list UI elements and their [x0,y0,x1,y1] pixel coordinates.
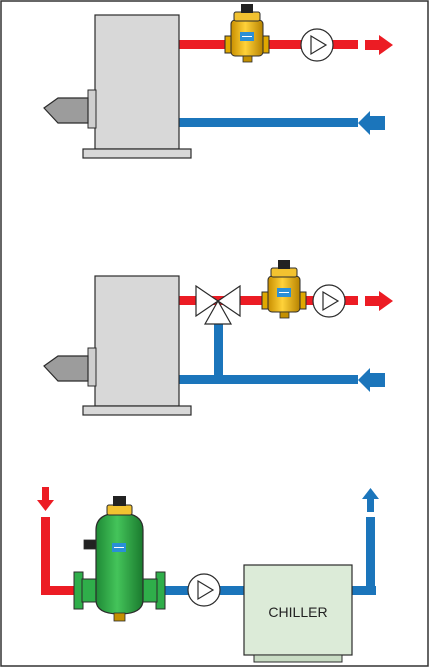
chiller-unit: CHILLER [243,564,353,663]
flow-arrow-in [358,111,385,135]
circulation-pump [187,573,221,607]
diagram-section-3: CHILLER [37,487,379,663]
three-way-valve [195,284,241,325]
return-pipe [366,517,375,595]
bypass-pipe [214,320,223,380]
diagram-section-1 [43,4,393,159]
flow-arrow-out [362,488,379,512]
dirt-separator [73,496,166,622]
return-pipe [178,118,358,127]
diagram-section-2 [43,260,393,416]
supply-pipe [41,517,50,595]
return-pipe [178,375,358,384]
flow-arrow-out [365,35,393,55]
air-separator [261,260,307,319]
flow-arrow-in [37,487,54,511]
flow-arrow-in [358,368,385,392]
return-pipe [352,586,376,595]
supply-pipe [41,586,79,595]
circulation-pump [312,284,346,318]
burner [43,355,89,382]
air-separator [224,4,270,63]
circulation-pump [300,28,334,62]
chiller-label: CHILLER [268,604,327,620]
burner [43,97,89,124]
flow-arrow-out [365,291,393,311]
boiler-unit [82,14,192,159]
boiler-unit [82,275,192,416]
